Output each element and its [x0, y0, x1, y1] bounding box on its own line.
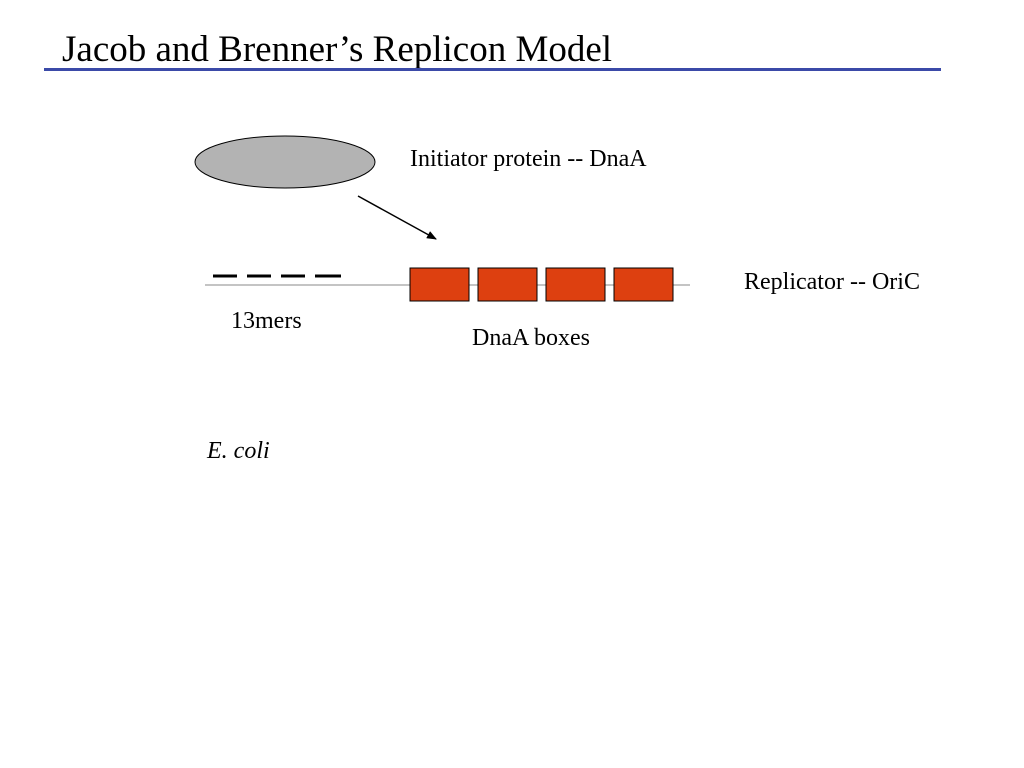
dnaa-boxes-group	[409, 267, 674, 302]
dnaa-boxes-label: DnaA boxes	[472, 325, 590, 351]
dnaa-box-4	[613, 267, 674, 302]
title-underline	[44, 68, 941, 71]
dnaa-box-1	[409, 267, 470, 302]
replicator-label: Replicator -- OriC	[744, 269, 920, 295]
organism-label: E. coli	[207, 438, 270, 464]
binding-arrow	[357, 195, 437, 240]
dnaa-box-2	[477, 267, 538, 302]
initiator-protein-label: Initiator protein -- DnaA	[410, 146, 647, 172]
initiator-protein-shape	[194, 135, 376, 189]
thirteenmers-label: 13mers	[231, 308, 302, 334]
slide-title: Jacob and Brenner’s Replicon Model	[62, 29, 613, 70]
dnaa-box-3	[545, 267, 606, 302]
